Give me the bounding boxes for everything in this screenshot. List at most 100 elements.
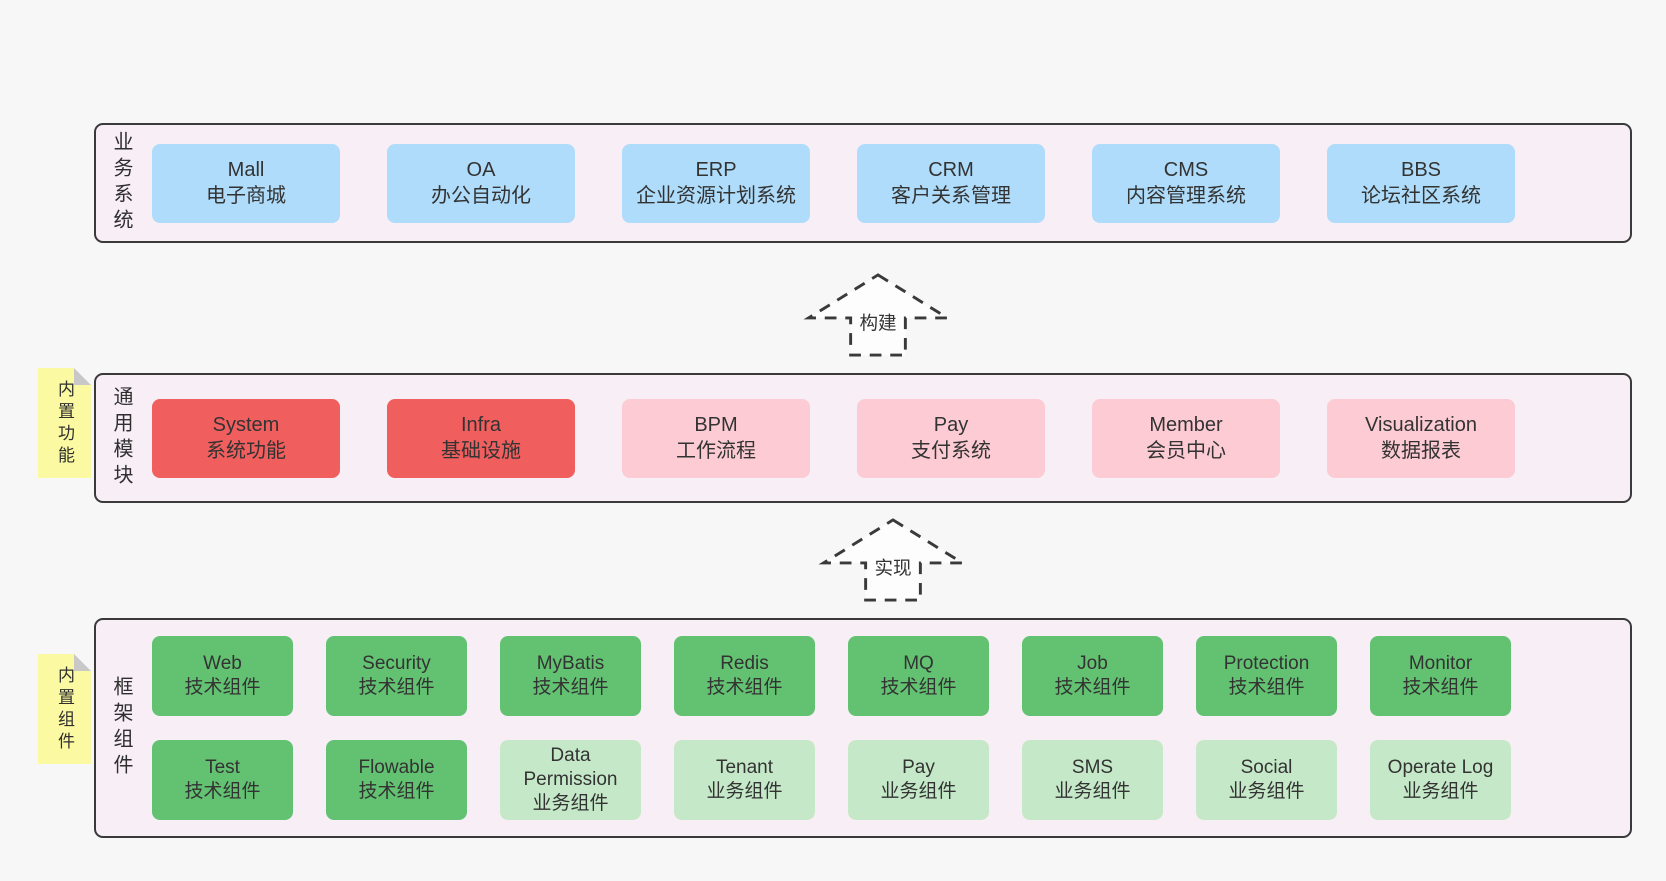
box-mybatis: MyBatis 技术组件	[500, 636, 641, 716]
box-subtitle: 工作流程	[676, 440, 756, 462]
box-subtitle: 办公自动化	[431, 185, 531, 207]
business-systems-label: 业务系统	[110, 131, 132, 235]
box-system: System 系统功能	[152, 398, 340, 478]
box-subtitle: 技术组件	[358, 781, 435, 802]
box-mq: MQ 技术组件	[848, 636, 989, 716]
box-operate-log: Operate Log 业务组件	[1370, 740, 1511, 820]
build-arrow-icon: 构建	[803, 272, 953, 358]
implement-arrow-icon: 实现	[818, 517, 968, 603]
box-title: Pay	[902, 757, 935, 779]
box-cms: CMS 内容管理系统	[1092, 143, 1280, 223]
module-boxes: System 系统功能 Infra 基础设施 BPM 工作流程 Pay 支付系统…	[152, 398, 1515, 478]
box-subtitle: 技术组件	[1228, 677, 1305, 698]
box-subtitle: 技术组件	[706, 677, 783, 698]
box-title: Data Permission	[523, 745, 618, 791]
box-monitor: Monitor 技术组件	[1370, 636, 1511, 716]
box-job: Job 技术组件	[1022, 636, 1163, 716]
box-web: Web 技术组件	[152, 636, 293, 716]
builtin-components-label: 内置组件	[55, 666, 74, 754]
framework-boxes: Web 技术组件 Security 技术组件 MyBatis 技术组件 Redi…	[152, 636, 1511, 820]
box-title: MyBatis	[536, 653, 605, 675]
box-subtitle: 技术组件	[532, 677, 609, 698]
framework-row-2: Test 技术组件 Flowable 技术组件 Data Permission …	[152, 740, 1511, 820]
box-title: ERP	[695, 159, 737, 181]
box-subtitle: 业务组件	[532, 792, 609, 814]
box-bbs: BBS 论坛社区系统	[1327, 143, 1515, 223]
box-protection: Protection 技术组件	[1196, 636, 1337, 716]
box-subtitle: 技术组件	[1054, 677, 1131, 698]
box-title: Protection	[1223, 653, 1310, 675]
box-subtitle: 业务组件	[1228, 781, 1305, 802]
builtin-features-label: 内置功能	[55, 380, 74, 468]
box-title: CRM	[928, 159, 974, 181]
box-subtitle: 业务组件	[1054, 781, 1131, 802]
box-subtitle: 内容管理系统	[1126, 185, 1246, 207]
box-subtitle: 数据报表	[1381, 440, 1461, 462]
box-pay-biz: Pay 业务组件	[848, 740, 989, 820]
builtin-components-sticky-note: 内置组件	[38, 654, 91, 764]
box-title: OA	[466, 159, 496, 181]
box-sms: SMS 业务组件	[1022, 740, 1163, 820]
box-bpm: BPM 工作流程	[622, 398, 810, 478]
box-subtitle: 业务组件	[706, 781, 783, 802]
box-subtitle: 会员中心	[1146, 440, 1226, 462]
box-subtitle: 技术组件	[184, 677, 261, 698]
box-visualization: Visualization 数据报表	[1327, 398, 1515, 478]
box-title: BBS	[1400, 159, 1442, 181]
box-subtitle: 业务组件	[880, 781, 957, 802]
section-label-column: 通用模块	[96, 386, 146, 490]
framework-components-section: 框架组件 Web 技术组件 Security 技术组件 MyBatis 技术组件…	[94, 618, 1632, 838]
box-subtitle: 业务组件	[1402, 781, 1479, 802]
box-title: Mall	[227, 159, 265, 181]
box-social: Social 业务组件	[1196, 740, 1337, 820]
box-title: BPM	[694, 414, 738, 436]
box-infra: Infra 基础设施	[387, 398, 575, 478]
box-erp: ERP 企业资源计划系统	[622, 143, 810, 223]
box-subtitle: 技术组件	[184, 781, 261, 802]
box-crm: CRM 客户关系管理	[857, 143, 1045, 223]
business-systems-section: 业务系统 Mall 电子商城 OA 办公自动化 ERP 企业资源计划系统 CRM…	[94, 123, 1632, 243]
implement-arrow-label: 实现	[874, 558, 911, 579]
box-flowable: Flowable 技术组件	[326, 740, 467, 820]
box-title: Security	[362, 653, 431, 675]
box-title: Web	[203, 653, 242, 675]
box-subtitle: 系统功能	[206, 440, 286, 462]
box-subtitle: 论坛社区系统	[1361, 185, 1481, 207]
box-subtitle: 电子商城	[206, 185, 286, 207]
box-title: Operate Log	[1387, 757, 1494, 779]
box-title: Member	[1149, 414, 1223, 436]
section-label-column: 业务系统	[96, 131, 146, 235]
box-test: Test 技术组件	[152, 740, 293, 820]
framework-components-label: 框架组件	[110, 676, 132, 780]
build-arrow-label: 构建	[859, 313, 896, 334]
box-title: Visualization	[1365, 414, 1477, 436]
box-tenant: Tenant 业务组件	[674, 740, 815, 820]
box-title: CMS	[1163, 159, 1209, 181]
box-title: Flowable	[358, 757, 435, 779]
box-subtitle: 基础设施	[441, 440, 521, 462]
box-data-permission: Data Permission 业务组件	[500, 740, 641, 820]
builtin-features-sticky-note: 内置功能	[38, 368, 91, 478]
box-title: SMS	[1071, 757, 1114, 779]
common-modules-section: 通用模块 System 系统功能 Infra 基础设施 BPM 工作流程 Pay…	[94, 373, 1632, 503]
box-subtitle: 技术组件	[880, 677, 957, 698]
box-title: Tenant	[715, 757, 774, 779]
box-pay: Pay 支付系统	[857, 398, 1045, 478]
box-subtitle: 客户关系管理	[891, 185, 1011, 207]
box-subtitle: 技术组件	[1402, 677, 1479, 698]
box-oa: OA 办公自动化	[387, 143, 575, 223]
business-boxes: Mall 电子商城 OA 办公自动化 ERP 企业资源计划系统 CRM 客户关系…	[152, 143, 1515, 223]
box-title: Redis	[720, 653, 769, 675]
box-title: System	[212, 414, 280, 436]
box-title: MQ	[903, 653, 934, 675]
box-title: Pay	[933, 414, 969, 436]
framework-row-1: Web 技术组件 Security 技术组件 MyBatis 技术组件 Redi…	[152, 636, 1511, 716]
box-security: Security 技术组件	[326, 636, 467, 716]
box-title: Job	[1077, 653, 1108, 675]
box-mall: Mall 电子商城	[152, 143, 340, 223]
box-redis: Redis 技术组件	[674, 636, 815, 716]
box-subtitle: 技术组件	[358, 677, 435, 698]
box-member: Member 会员中心	[1092, 398, 1280, 478]
box-title: Test	[205, 757, 240, 779]
box-title: Monitor	[1408, 653, 1473, 675]
